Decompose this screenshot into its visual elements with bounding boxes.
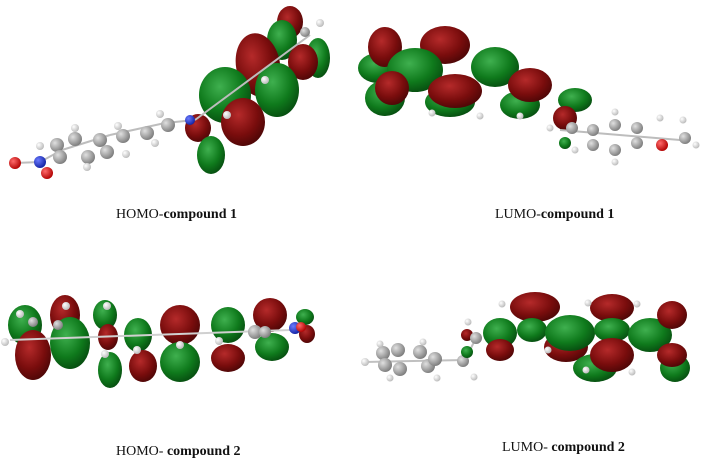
- separator: -: [158, 444, 167, 459]
- compound-label: compound 1: [540, 207, 615, 222]
- lumo-compound-1-image: [350, 10, 708, 195]
- lumo-compound-2-image: [350, 280, 708, 420]
- homo-compound-2-caption: HOMO- compound 2: [116, 444, 240, 460]
- compound-label: compound 2: [551, 440, 625, 455]
- orbital-label: HOMO: [116, 207, 159, 222]
- orbital-label: HOMO: [116, 444, 159, 459]
- orbital-label: LUMO: [495, 207, 537, 222]
- homo-compound-1-caption: HOMO-compound 1: [116, 207, 237, 223]
- homo-compound-1-image: [0, 0, 340, 195]
- separator: -: [543, 440, 552, 455]
- homo-compound-2-image: [0, 280, 340, 420]
- compound-label: compound 2: [166, 444, 241, 459]
- separator: -: [536, 207, 541, 222]
- orbital-label: LUMO: [502, 440, 544, 455]
- compound-label: compound 1: [163, 207, 237, 222]
- lumo-compound-1-caption: LUMO-compound 1: [495, 207, 614, 223]
- separator: -: [158, 207, 164, 222]
- lumo-compound-2-caption: LUMO- compound 2: [502, 440, 625, 456]
